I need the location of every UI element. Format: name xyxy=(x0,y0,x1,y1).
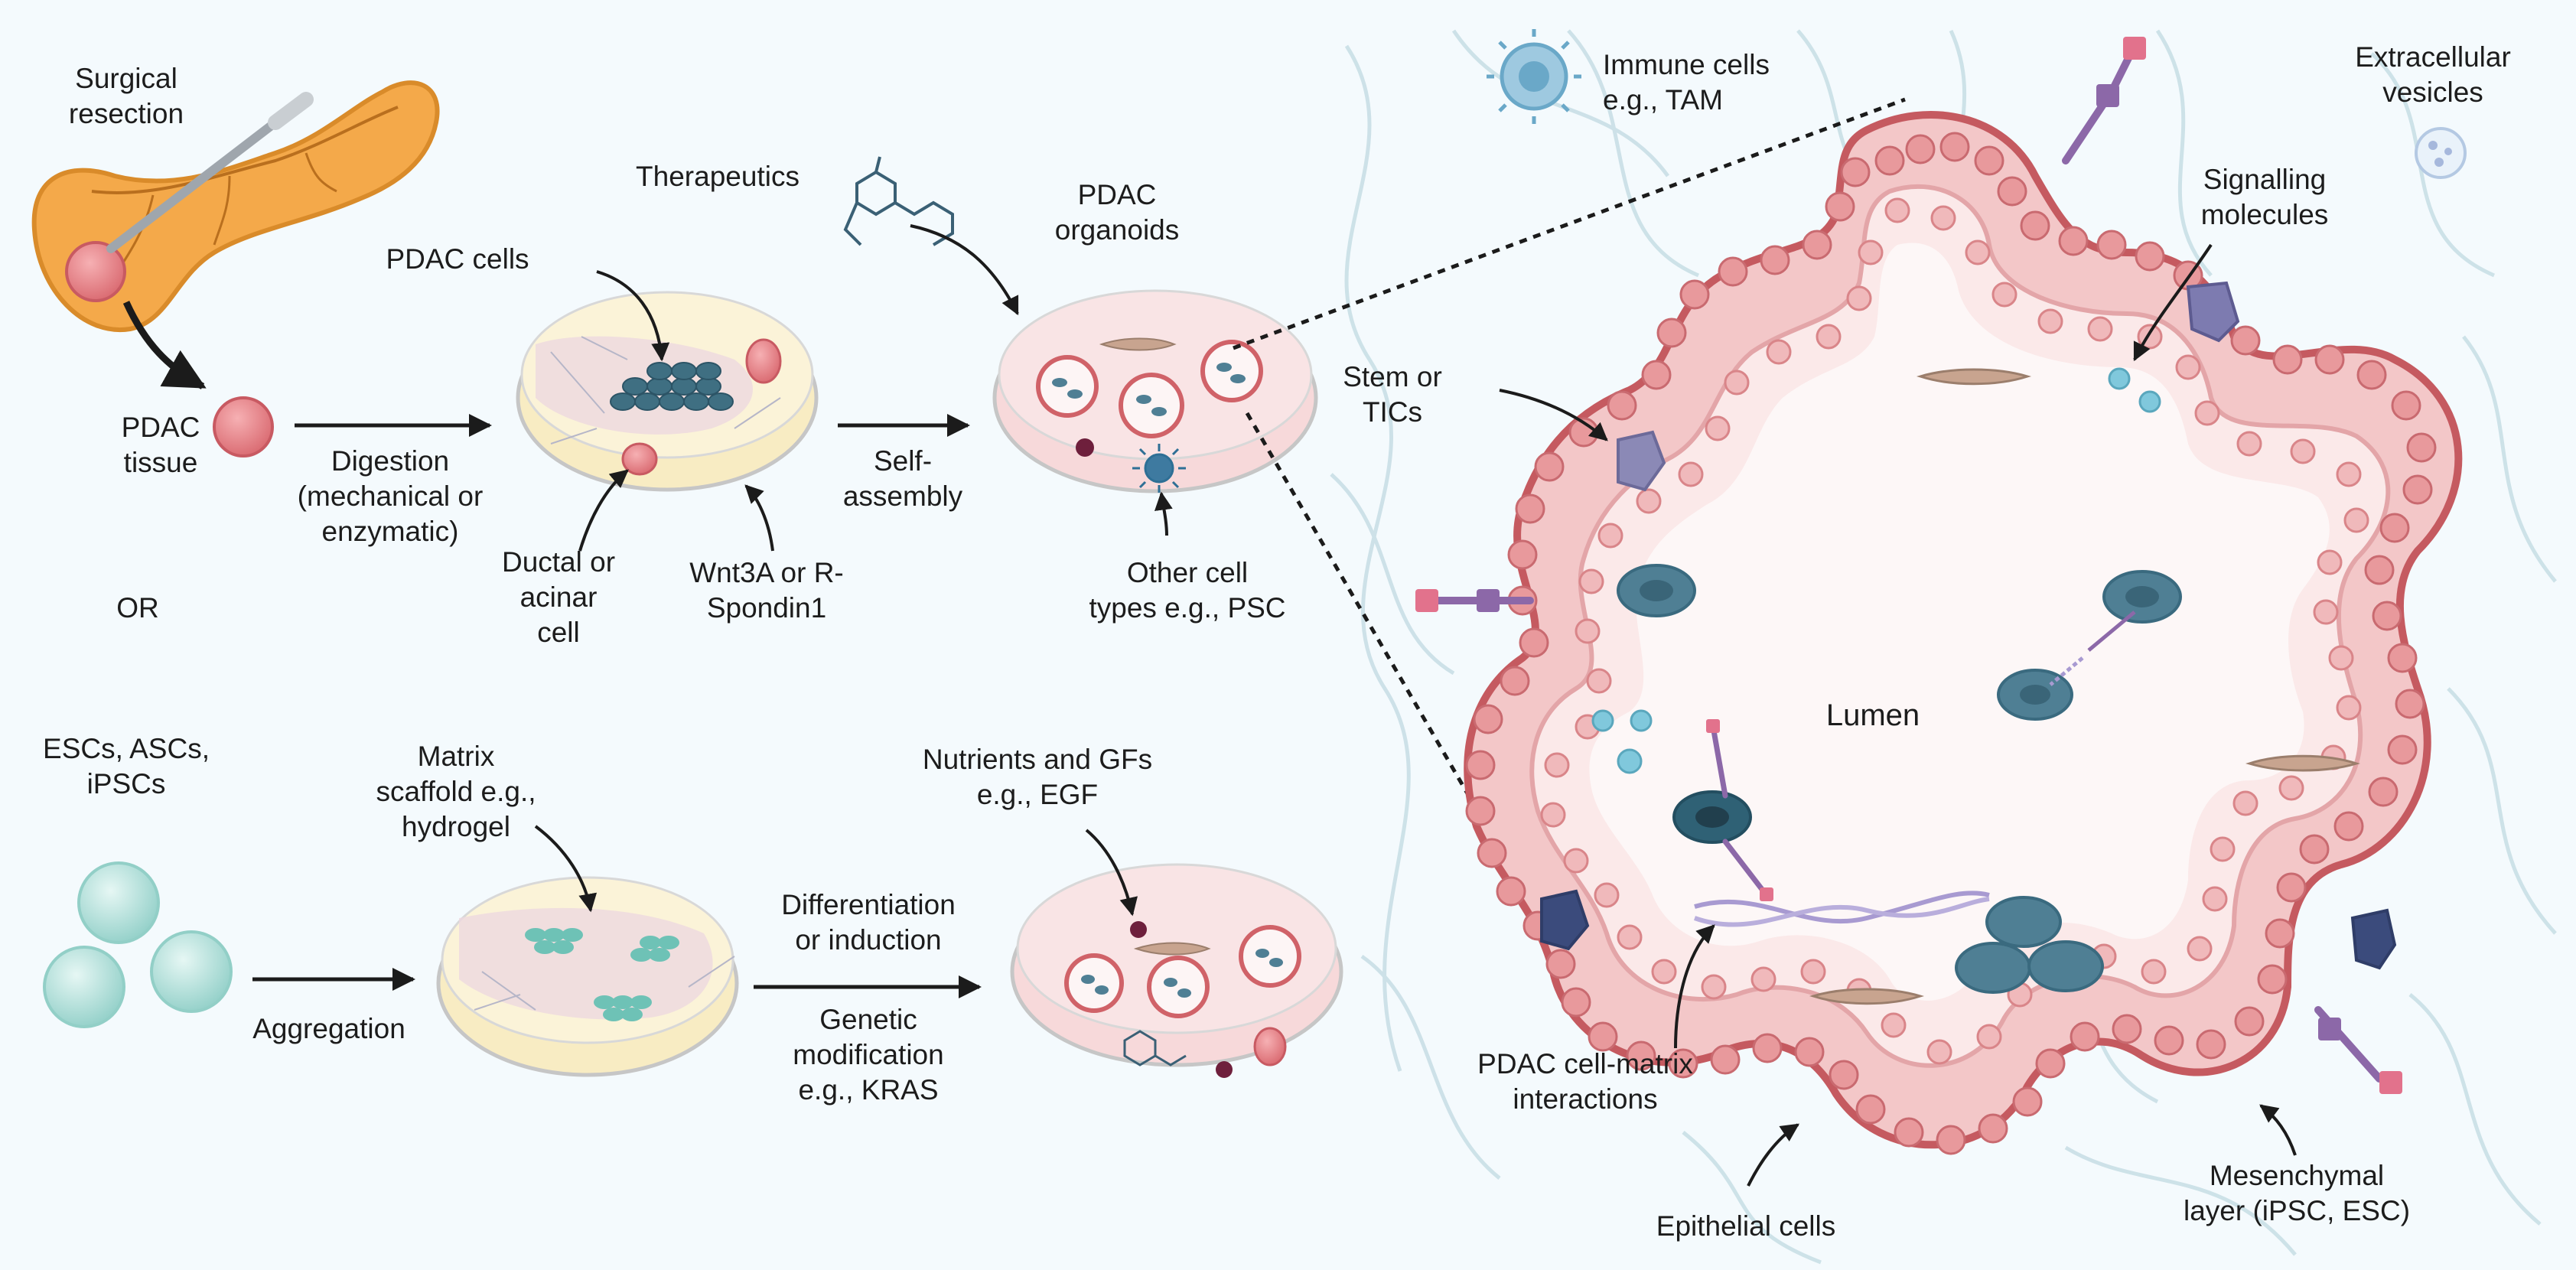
label-epithelial-cells: Epithelial cells xyxy=(1656,1210,1836,1242)
culture-dish-organoids xyxy=(992,289,1318,493)
immune-cell-icon xyxy=(1487,29,1581,124)
lumen-features xyxy=(1540,281,2397,1005)
stem-cell-icon xyxy=(1617,430,1666,492)
culture-dish-primary xyxy=(516,291,819,492)
culture-dish-scaffold xyxy=(436,876,739,1077)
label-lumen: Lumen xyxy=(1825,698,1920,732)
ductal-cell-arrow xyxy=(578,469,629,552)
cell-matrix-arrow xyxy=(1674,924,1715,1049)
pdac-tissue-icon xyxy=(213,396,274,458)
therapeutics-arrow xyxy=(910,224,1019,316)
label-or: OR xyxy=(116,592,159,624)
stellate-cell-icon xyxy=(1132,444,1186,493)
organoid-cross-section xyxy=(1464,111,2463,1155)
nutrients-arrow xyxy=(1085,829,1138,917)
label-aggregation: Aggregation xyxy=(252,1013,405,1044)
stem-arrow xyxy=(1499,389,1608,441)
label-pdac-cells: PDAC cells xyxy=(386,243,529,275)
label-therapeutics: Therapeutics xyxy=(636,161,800,192)
scalpel-icon xyxy=(106,118,280,253)
matrix-arrow xyxy=(534,825,598,913)
wnt3a-arrow xyxy=(744,484,774,552)
label-self-assembly: Self-assembly xyxy=(842,445,963,512)
extracellular-vesicle-icon xyxy=(2415,127,2467,179)
zoom-line-top xyxy=(1233,97,1906,350)
organoid-icons xyxy=(1036,340,1263,438)
label-wnt3a: Wnt3A or R-Spondin1 xyxy=(689,557,844,624)
label-stem-cell-sources: ESCs, ASCs,iPSCs xyxy=(43,733,210,799)
tumor-icon xyxy=(65,241,126,302)
epithelial-cell-icons xyxy=(1465,132,2437,1155)
drug-molecule-icon xyxy=(843,156,954,246)
mesenchymal-arrow xyxy=(2259,1104,2297,1156)
zoom-line-bottom xyxy=(1245,412,1571,969)
other-cells-arrow xyxy=(1154,491,1173,536)
signalling-arrow xyxy=(2133,243,2213,362)
signalling-molecule-icons xyxy=(1591,367,2161,774)
epithelial-arrow xyxy=(1747,1123,1799,1187)
receptor-icons xyxy=(1415,37,2402,1094)
pancreas-illustration xyxy=(31,80,440,458)
hydrogel-cell-clusters xyxy=(525,928,679,1021)
ductal-cell-icon xyxy=(621,442,658,476)
stem-cell-spheres xyxy=(43,861,233,1028)
pdac-cells-arrow xyxy=(596,270,670,362)
pdac-cell-cluster xyxy=(610,362,734,411)
culture-dish-derived-organoids xyxy=(1010,863,1343,1078)
